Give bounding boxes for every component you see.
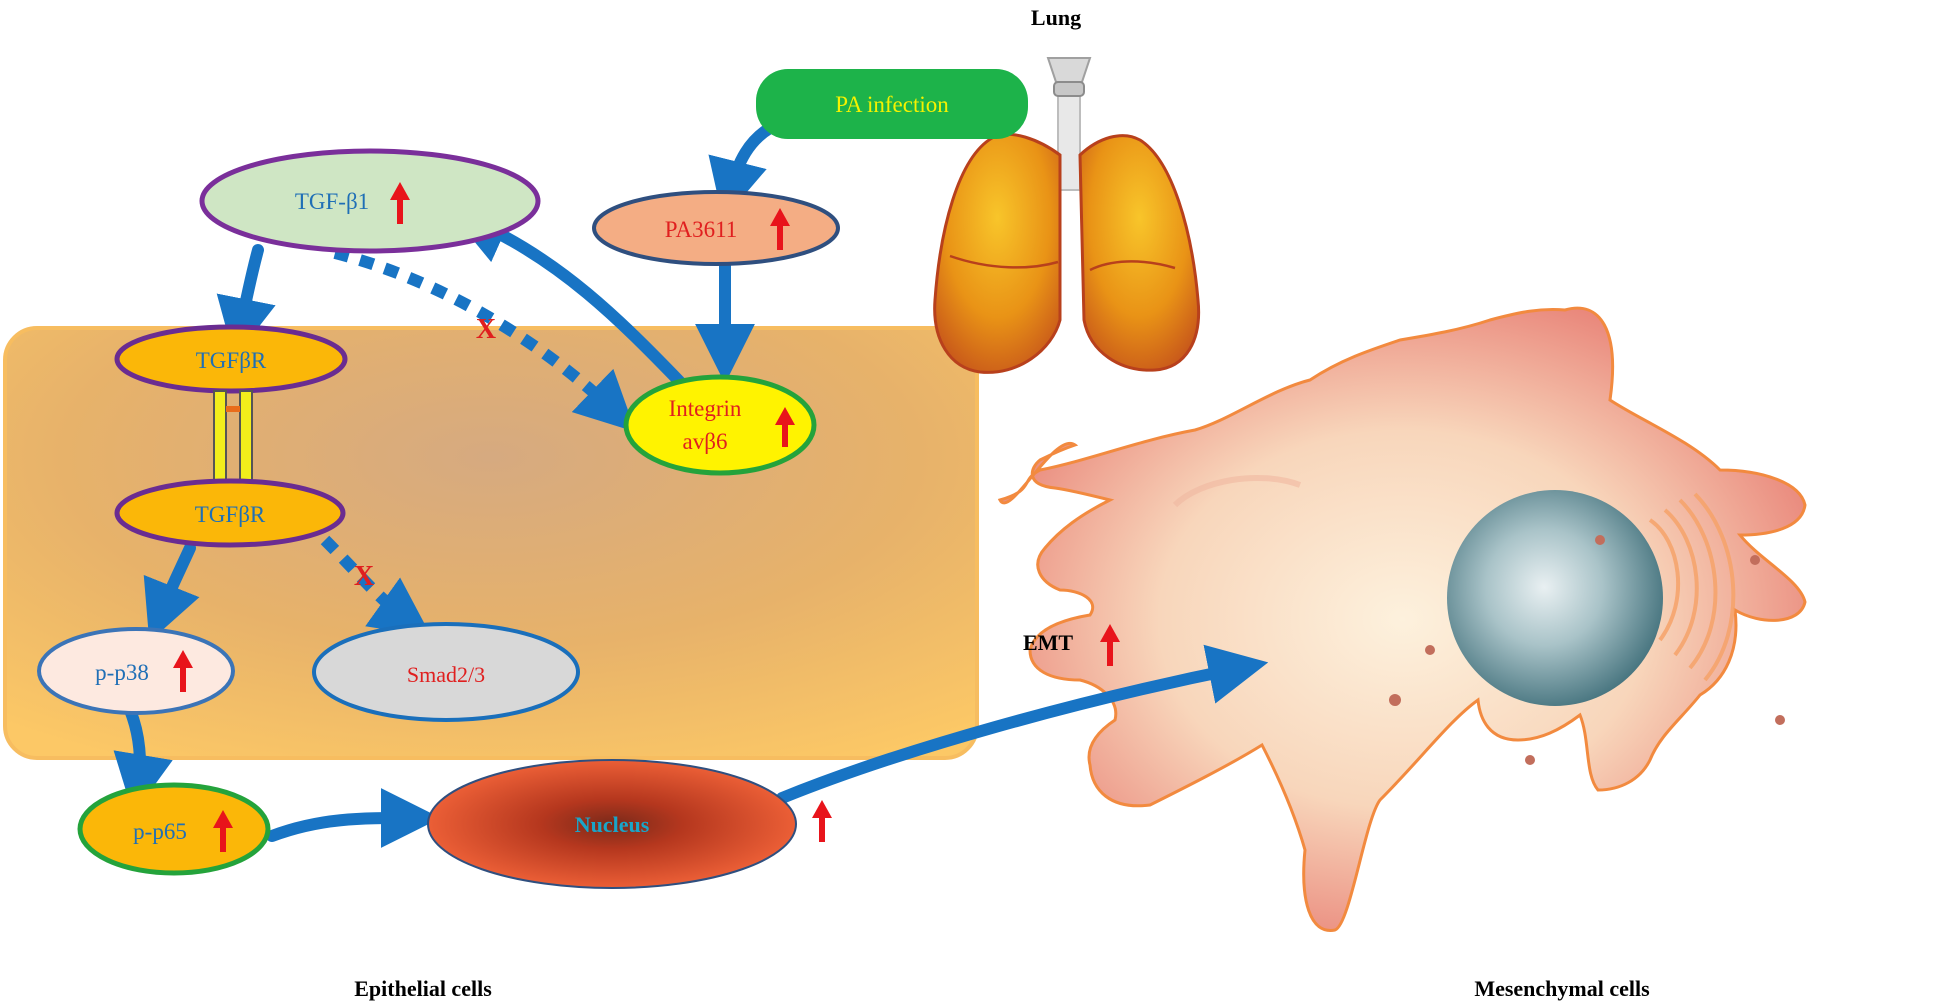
epithelial-caption: Epithelial cells [354, 976, 492, 1001]
tgfbr-top-label: TGFβR [196, 348, 267, 373]
arrow-tgfbr-to-pp38 [143, 542, 200, 642]
arrow-integrin-to-tgfb1 [448, 207, 686, 388]
smad-node [312, 622, 580, 722]
mesenchymal-cell [997, 306, 1807, 932]
arrow-pp38-to-pp65 [113, 704, 173, 815]
integrin-label-line2: avβ6 [683, 429, 728, 454]
nucleus-node [427, 759, 797, 889]
arrow-pa-infection-to-pa3611 [708, 122, 776, 220]
lung-label: Lung [1031, 5, 1081, 30]
pa-infection-label: PA infection [835, 92, 949, 117]
blocked-mark-tgfb1-integrin: X [476, 314, 496, 345]
mesenchymal-nucleus [1447, 490, 1663, 706]
arrows [113, 122, 1269, 849]
smad-label: Smad2/3 [407, 662, 485, 687]
p-p38-up-arrow [173, 650, 193, 692]
mesenchymal-caption: Mesenchymal cells [1474, 976, 1650, 1001]
tgf-b1-node [199, 148, 541, 254]
arrow-pp65-to-nucleus [266, 788, 441, 849]
tgfbr-bottom-node [114, 478, 346, 548]
pa3611-up-arrow [770, 208, 790, 250]
dashed-arrow-tgfb1-to-integrin [333, 247, 636, 432]
p-p65-label: p-p65 [133, 819, 187, 844]
arrow-tgfb1-to-tgfbr [216, 244, 276, 359]
p-p65-up-arrow [213, 810, 233, 852]
dashed-arrows [320, 247, 636, 637]
emt-up-arrow [1100, 624, 1120, 666]
emt-label: EMT [1023, 630, 1073, 655]
nucleus-label: Nucleus [575, 812, 650, 837]
blocked-mark-tgfbr-smad: X [354, 561, 374, 592]
pa3611-label: PA3611 [665, 217, 737, 242]
tgf-b1-up-arrow [390, 182, 410, 224]
dashed-arrow-tgfbr-to-smad [320, 535, 432, 637]
tgfbr-bottom-label: TGFβR [195, 502, 266, 527]
nucleus-up-arrow [812, 800, 832, 842]
integrin-up-arrow [775, 407, 795, 447]
p-p38-label: p-p38 [95, 660, 149, 685]
tgf-b1-label: TGF-β1 [295, 189, 369, 214]
integrin-label-line1: Integrin [669, 396, 742, 421]
tgfbr-top-node [114, 324, 348, 394]
arrow-nucleus-to-mesenchymal [776, 644, 1269, 804]
receptor-transmembrane [213, 390, 253, 482]
integrin-node [623, 374, 817, 476]
pa-infection-box [756, 69, 1028, 139]
